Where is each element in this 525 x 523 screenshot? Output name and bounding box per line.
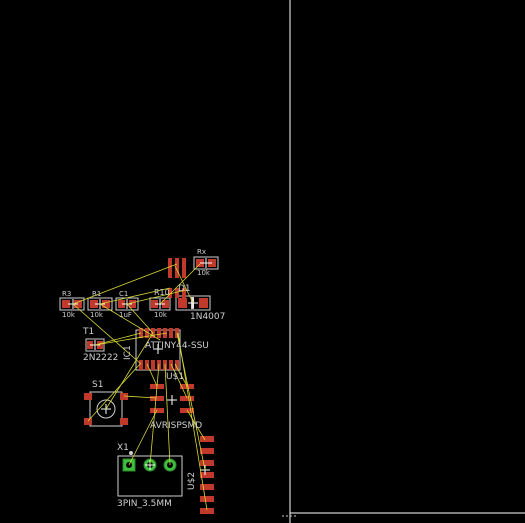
label-c1-name: C1 [119,290,129,298]
r3-footprint[interactable] [59,297,85,311]
label-d1-value: 1N4007 [190,312,226,322]
s1-footprint[interactable] [84,391,128,427]
label-r1-value: 10k [90,311,103,319]
header-pins-top[interactable] [168,258,186,298]
label-r1-name: R1 [92,290,102,298]
airwires [72,263,208,511]
label-avrisp-value: AVRISPSMD [150,421,203,431]
label-s1-name: S1 [92,380,104,390]
label-r3-name: R3 [62,290,72,298]
label-x1-value: 3PIN_3.5MM [117,499,172,509]
label-x1-name: X1 [117,443,129,453]
label-r10-value: 10k [154,311,167,319]
label-c1-value: 1uF [119,311,132,319]
label-t1-name: T1 [83,327,95,337]
label-r3-value: 10k [62,311,75,319]
label-u1-name: U$1 [166,372,185,382]
label-d1-name: D1 [178,284,191,294]
label-r10-name: R10 [154,288,170,297]
label-ic1-name: IC1 [123,345,133,360]
label-rx-value: 10k [197,269,210,277]
label-t1-value: 2N2222 [83,353,119,363]
x1-footprint[interactable] [117,451,183,497]
label-ic1-value: ATTINY44-SSU [145,341,209,351]
u2-footprint[interactable] [200,436,214,514]
rx-footprint[interactable] [193,256,219,270]
label-u2-name: U$2 [187,471,197,490]
label-rx-name: Rx [197,248,207,256]
